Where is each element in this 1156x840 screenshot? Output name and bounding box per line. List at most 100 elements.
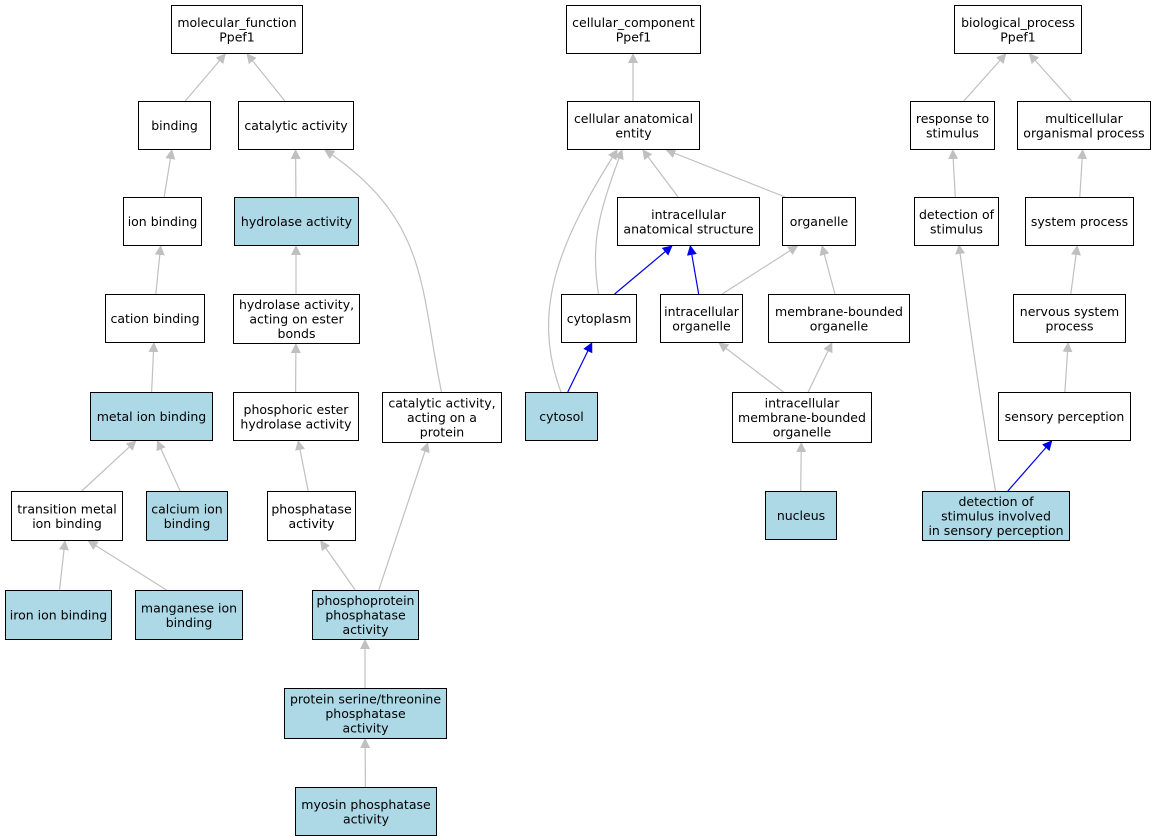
node-sensory-perception[interactable]: sensory perception <box>998 392 1131 441</box>
node-label-line: membrane-bounded <box>738 410 866 425</box>
edge-line <box>594 149 624 295</box>
edge-line <box>87 540 167 591</box>
edge-line <box>324 149 443 393</box>
node-box <box>765 491 837 540</box>
node-label-line: multicellular <box>1045 111 1124 126</box>
edge-line <box>1007 440 1053 492</box>
node-label-line: organismal process <box>1023 125 1144 140</box>
node-cation-binding[interactable]: cation binding <box>105 294 205 343</box>
node-label-line: response to <box>916 111 989 126</box>
node-system-process[interactable]: system process <box>1025 197 1134 246</box>
edge-response-stimulus-to-bp-root <box>963 53 1007 102</box>
edge-line <box>295 440 309 492</box>
node-label-line: activity <box>342 622 389 637</box>
edge-line <box>548 149 618 393</box>
node-label-line: protein <box>420 425 464 440</box>
node-box <box>998 392 1131 441</box>
node-box <box>732 392 872 443</box>
node-label-line: stimulus <box>930 221 983 236</box>
node-label-line: catalytic activity, <box>388 396 495 411</box>
edge-cytoplasm-to-intracellular-struct <box>614 245 673 295</box>
edge-line <box>567 342 593 393</box>
edge-line <box>148 342 159 393</box>
edge-line <box>642 149 679 198</box>
node-box <box>561 294 637 343</box>
edge-line <box>948 149 959 198</box>
edge-catalytic-protein-to-catalytic <box>324 149 443 393</box>
node-label-line: activity <box>343 811 390 826</box>
node-binding[interactable]: binding <box>138 101 211 150</box>
edge-intracellular-organelle-to-organelle <box>721 245 799 295</box>
node-label-line: organelle <box>810 318 869 333</box>
node-label-line: bonds <box>278 326 316 341</box>
edge-intra-membrane-bounded-to-intracellular-organelle <box>718 342 784 393</box>
node-ion-binding[interactable]: ion binding <box>123 197 202 246</box>
node-label-line: process <box>1045 318 1093 333</box>
node-label-line: detection of <box>958 494 1034 509</box>
edge-system-process-to-multicellular <box>1077 149 1088 198</box>
node-label-line: cellular anatomical <box>574 111 693 126</box>
node-catalytic[interactable]: catalytic activity <box>238 101 354 150</box>
edge-line <box>1070 245 1081 295</box>
node-label-line: phosphatase <box>325 608 406 623</box>
edge-line <box>1028 53 1073 102</box>
node-cytosol[interactable]: cytosol <box>525 392 598 441</box>
edge-line <box>81 440 137 492</box>
node-organelle[interactable]: organelle <box>782 197 856 246</box>
node-box <box>11 491 123 541</box>
node-label-line: membrane-bounded <box>775 304 903 319</box>
node-box <box>5 590 112 640</box>
edge-nervous-system-to-system-process <box>1070 245 1081 295</box>
node-label-line: manganese ion <box>141 600 237 615</box>
node-cytoplasm[interactable]: cytoplasm <box>561 294 637 343</box>
edge-line <box>955 244 997 492</box>
node-box <box>105 294 205 343</box>
node-label-line: myosin phosphatase <box>301 797 431 812</box>
node-box <box>238 101 354 150</box>
node-ser-thr-phosphatase[interactable]: protein serine/threoninephosphataseactiv… <box>284 688 447 739</box>
edge-iron-ion-to-transition-metal <box>58 540 69 591</box>
node-iron-ion[interactable]: iron ion binding <box>5 590 112 640</box>
node-label-line: sensory perception <box>1005 409 1125 424</box>
edge-line <box>163 149 176 198</box>
node-box <box>233 294 360 344</box>
node-box <box>123 197 202 246</box>
node-label-line: biological_process <box>961 15 1075 30</box>
node-metal-ion[interactable]: metal ion binding <box>90 392 213 441</box>
edge-intra-membrane-bounded-to-membrane-bounded <box>807 342 833 393</box>
node-label-line: intracellular <box>765 396 841 411</box>
node-label-line: nervous system <box>1020 304 1119 319</box>
edge-line <box>665 148 786 198</box>
node-hydrolase[interactable]: hydrolase activity <box>234 197 359 246</box>
node-nucleus[interactable]: nucleus <box>765 491 837 540</box>
edge-line <box>58 540 69 591</box>
node-label-line: calcium ion <box>151 501 222 516</box>
edges-layer <box>58 53 1088 788</box>
node-label-line: protein serine/threonine <box>290 692 441 707</box>
node-label-line: iron ion binding <box>10 608 108 623</box>
edge-phosphatase-to-phosphoric-ester <box>295 440 309 492</box>
edge-intracellular-struct-to-cell-anat <box>642 149 679 198</box>
